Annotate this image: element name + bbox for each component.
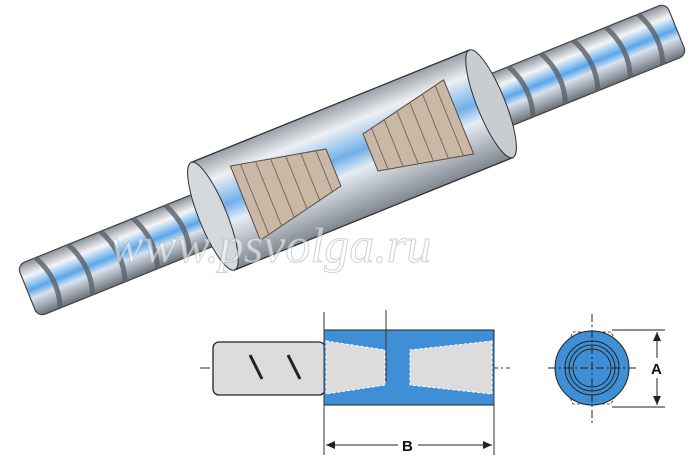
thread-lines: [239, 85, 465, 235]
coupler-end-view: A: [548, 314, 665, 426]
coupler-sleeve-3d: [187, 49, 517, 271]
dimension-b: B: [326, 438, 492, 455]
rebar-ribs: [33, 12, 666, 309]
rebar-end: [212, 341, 326, 396]
dimension-b-label: B: [402, 438, 413, 455]
dimension-a-label: A: [651, 361, 662, 378]
rebar-ribs: [248, 354, 302, 380]
watermark: www.psvolga.ru: [110, 217, 431, 273]
coupler-section-view: B: [200, 310, 510, 455]
coupler-3d-view: [18, 4, 686, 316]
dimension-a: A: [612, 329, 665, 408]
